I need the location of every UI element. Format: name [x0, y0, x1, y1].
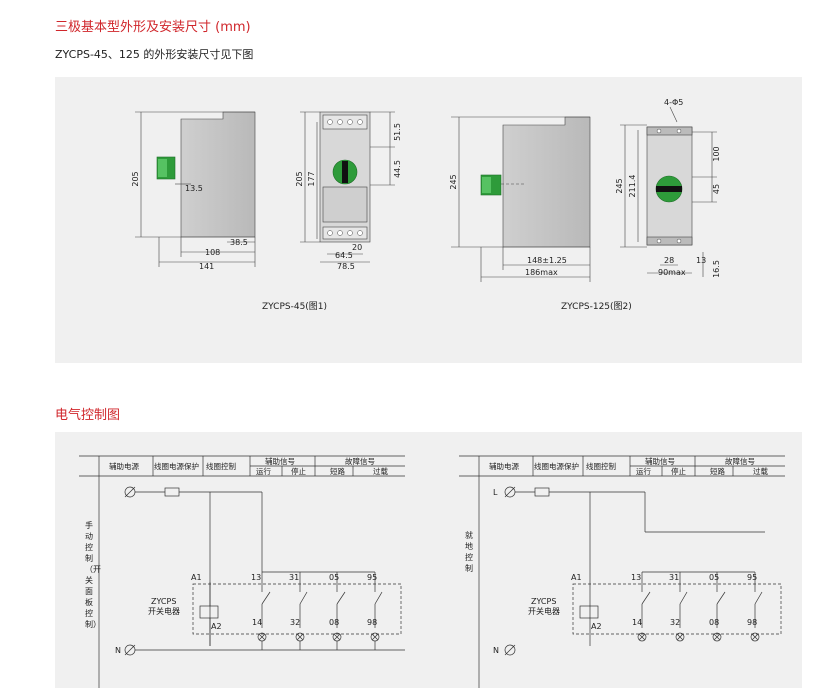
left-hdr-coil-protect: 线圈电源保护: [154, 461, 199, 471]
right-hdr-run: 运行: [636, 466, 651, 476]
right-t98: 98: [747, 618, 757, 627]
right-hdr-aux-signal: 辅助信号: [645, 456, 675, 466]
left-device-label-1: ZYCPS: [151, 597, 176, 606]
left-lamps: [257, 632, 380, 642]
left-t14: 14: [252, 618, 262, 627]
fig1-dim-141: 141: [199, 262, 214, 271]
right-t13: 13: [631, 573, 641, 582]
fig2-dim-45: 45: [712, 184, 721, 194]
right-hdr-stop: 停止: [671, 466, 686, 476]
left-t31: 31: [289, 573, 299, 582]
right-device-label-2: 开关电器: [528, 606, 560, 616]
fig2-dim-186: 186max: [525, 268, 558, 277]
right-side-label: 就地控制: [465, 531, 473, 573]
right-a2: A2: [591, 622, 602, 631]
right-a1: A1: [571, 573, 582, 582]
fig2-dim-16.5: 16.5: [712, 260, 721, 278]
left-t13: 13: [251, 573, 261, 582]
right-line-l: L: [493, 488, 498, 497]
fig1-dim-177: 177: [307, 171, 316, 186]
fig2-dim-90: 90max: [658, 268, 686, 277]
left-device-label-2: 开关电器: [148, 606, 180, 616]
right-hdr-fault-signal: 故障信号: [725, 456, 755, 466]
left-line-n: N: [115, 646, 121, 655]
fig1-dim-78.5: 78.5: [337, 262, 355, 271]
left-hdr-aux-signal: 辅助信号: [265, 456, 295, 466]
right-t32: 32: [670, 618, 680, 627]
fig2-dim-100: 100: [712, 146, 721, 161]
left-hdr-run: 运行: [256, 466, 271, 476]
right-hdr-overload: 过载: [753, 466, 768, 476]
left-coil: [199, 605, 219, 619]
right-lamps: [637, 632, 760, 642]
right-t95: 95: [747, 573, 757, 582]
left-hdr-coil-control: 线圈控制: [206, 461, 236, 471]
fig2-caption: ZYCPS-125(图2): [561, 302, 632, 312]
right-line-n: N: [493, 646, 499, 655]
fig2-front-dim-245: 245: [615, 178, 624, 193]
right-hdr-aux-power: 辅助电源: [489, 461, 519, 471]
left-hdr-overload: 过载: [373, 466, 388, 476]
right-t31: 31: [669, 573, 679, 582]
fig1-side-body: [180, 111, 256, 238]
right-hdr-coil-protect: 线圈电源保护: [534, 461, 579, 471]
fig2-holes: 4-Φ5: [664, 98, 683, 107]
fig2-dim-211.4: 211.4: [628, 175, 637, 198]
fig1-front-dim-205: 205: [295, 171, 304, 186]
left-a2: A2: [211, 622, 222, 631]
right-hdr-coil-control: 线圈控制: [586, 461, 616, 471]
section1-title: 三极基本型外形及安装尺寸 (mm): [55, 20, 251, 35]
left-hdr-short: 短路: [330, 466, 345, 476]
section1-subtitle: ZYCPS-45、125 的外形安装尺寸见下图: [55, 48, 254, 61]
left-t98: 98: [367, 618, 377, 627]
fig1-dim-108: 108: [205, 248, 220, 257]
right-t05: 05: [709, 573, 719, 582]
right-coil: [579, 605, 599, 619]
left-t08: 08: [329, 618, 339, 627]
left-hdr-stop: 停止: [291, 466, 306, 476]
fig1-dim-44.5: 44.5: [393, 160, 402, 178]
fig1-dim-51.5: 51.5: [393, 123, 402, 141]
fig2-side-body: [502, 116, 591, 248]
fig1-dim-205: 205: [131, 171, 140, 186]
fig2-dim-28: 28: [664, 256, 674, 265]
fig1-dim-13.5: 13.5: [185, 184, 203, 193]
fig2-dim-13: 13: [696, 256, 706, 265]
fig1-dim-20: 20: [352, 243, 362, 252]
left-side-label: 手动控制（开关面板控制）: [85, 521, 101, 629]
dimension-drawings: 205 13.5 38.5 108 141 205 177 51.5 44.5 …: [131, 98, 721, 282]
fig1-dim-38.5: 38.5: [230, 238, 248, 247]
control-panel: 辅助电源 线圈电源保护 线圈控制 辅助信号 运行 停止 故障信号 短路 过载 辅…: [55, 432, 802, 688]
left-t32: 32: [290, 618, 300, 627]
section2-title: 电气控制图: [55, 408, 121, 423]
right-t14: 14: [632, 618, 642, 627]
left-a1: A1: [191, 573, 202, 582]
left-hdr-aux-power: 辅助电源: [109, 461, 139, 471]
left-t95: 95: [367, 573, 377, 582]
fig2-dim-245: 245: [449, 174, 458, 189]
right-device-label-1: ZYCPS: [531, 597, 556, 606]
fig2-dim-148: 148±1.25: [527, 256, 567, 265]
control-diagrams: 辅助电源 线圈电源保护 线圈控制 辅助信号 运行 停止 故障信号 短路 过载 辅…: [79, 455, 785, 688]
left-t05: 05: [329, 573, 339, 582]
fig1-dim-64.5: 64.5: [335, 251, 353, 260]
right-hdr-short: 短路: [710, 466, 725, 476]
left-hdr-fault-signal: 故障信号: [345, 456, 375, 466]
dimension-panel: 205 13.5 38.5 108 141 205 177 51.5 44.5 …: [55, 77, 802, 363]
right-t08: 08: [709, 618, 719, 627]
fig1-caption: ZYCPS-45(图1): [262, 302, 328, 312]
